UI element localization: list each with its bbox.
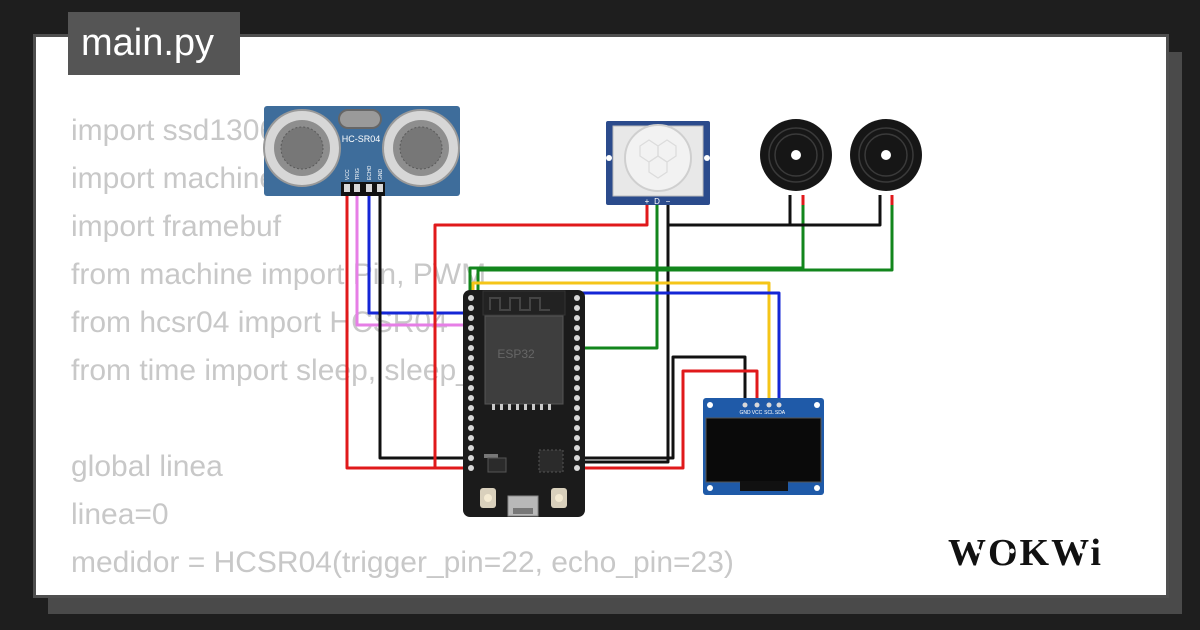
wire-oled-vcc bbox=[580, 369, 759, 470]
ultrasonic-pin-label: ECHO bbox=[367, 165, 373, 180]
oled-pin-label: SDA bbox=[775, 410, 786, 416]
pir-dome bbox=[624, 124, 692, 192]
wire-ultrasonic-gnd bbox=[378, 195, 470, 460]
esp32-board[interactable]: ESP32 bbox=[463, 290, 585, 517]
buzzer-2[interactable] bbox=[850, 119, 922, 191]
wire-ultrasonic-vcc bbox=[345, 195, 470, 470]
code-line: from time import sleep, sleep_ms bbox=[71, 354, 513, 387]
esp32-right-pins bbox=[574, 295, 580, 471]
code-line: import framebuf bbox=[71, 210, 282, 243]
wire-buzzer2-green bbox=[476, 205, 894, 290]
ultrasonic-sensor[interactable]: HC-SR04 VCC TRIG ECHO GND bbox=[263, 106, 460, 196]
oled-pin-label: VCC bbox=[752, 410, 763, 416]
code-line: import machine bbox=[71, 162, 277, 195]
code-line: linea=0 bbox=[71, 498, 169, 531]
pir-sensor[interactable]: + D − bbox=[606, 121, 710, 206]
ultrasonic-pin-label: GND bbox=[378, 169, 384, 181]
ultrasonic-label: HC-SR04 bbox=[342, 134, 381, 144]
oled-display[interactable]: GND VCC SCL SDA bbox=[703, 398, 824, 495]
code-line: from machine import Pin, PWM bbox=[71, 258, 487, 291]
esp32-label: ESP32 bbox=[497, 347, 535, 361]
ultrasonic-pin-label: TRIG bbox=[355, 168, 361, 180]
code-line: global linea bbox=[71, 450, 223, 483]
pir-pin-label: D bbox=[654, 197, 660, 206]
buzzer-1[interactable] bbox=[760, 119, 832, 191]
ultrasonic-pin-label: VCC bbox=[345, 169, 351, 180]
oled-pin-label: SCL bbox=[764, 410, 774, 416]
wokwi-logo: WOKWi bbox=[948, 532, 1103, 572]
project-card: import ssd1306 import machine import frame… bbox=[33, 34, 1169, 598]
wokwi-logo-text: WOKWi bbox=[948, 532, 1103, 572]
file-tab[interactable]: main.py bbox=[68, 12, 240, 75]
oled-pin-label: GND bbox=[739, 410, 751, 416]
oled-screen bbox=[705, 417, 822, 483]
pir-pin-label: + bbox=[645, 197, 650, 206]
wire-buzzer2-gnd bbox=[790, 195, 882, 227]
code-preview: import ssd1306 import machine import frame… bbox=[71, 107, 734, 587]
pir-pin-label: − bbox=[666, 197, 671, 206]
esp32-left-pins bbox=[468, 295, 474, 471]
code-line: medidor = HCSR04(trigger_pin=22, echo_pi… bbox=[71, 546, 734, 579]
code-line: import ssd1306 bbox=[71, 114, 277, 147]
wire-oled-gnd bbox=[580, 355, 747, 460]
wire-pir-vcc bbox=[433, 200, 649, 470]
wire-gnd-bus bbox=[580, 225, 670, 464]
